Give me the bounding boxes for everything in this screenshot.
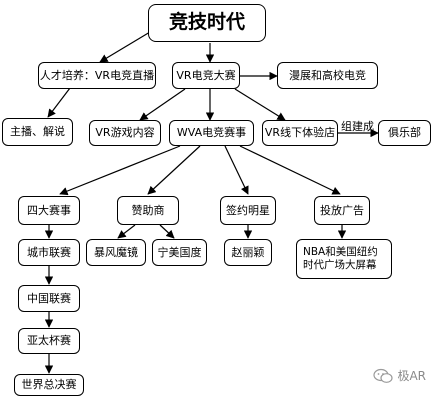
four-events-label: 四大赛事 — [27, 203, 71, 217]
edge-title-talent — [99, 31, 151, 63]
four-events-node: 四大赛事 — [18, 196, 80, 225]
world-node: 世界总决赛 — [14, 374, 84, 396]
asia-label: 亚太杯赛 — [27, 334, 71, 348]
watermark: 极AR — [373, 367, 426, 384]
sponsor-node: 赞助商 — [117, 196, 179, 225]
contest-label: VR电竞大赛 — [176, 68, 236, 82]
edge-wva-sponsor — [147, 145, 201, 195]
ad-desc-label: NBA和美国纽约时代广场大屏幕 — [303, 245, 378, 271]
root-node: 竞技时代 — [148, 4, 266, 42]
root-label: 竞技时代 — [168, 11, 245, 34]
club-node: 俱乐部 — [378, 120, 431, 146]
host-label: 主播、解说 — [10, 125, 65, 139]
edge-sponsor-a — [117, 224, 136, 239]
edge-wva-signing — [224, 145, 249, 195]
edge-contest-store — [234, 88, 286, 121]
city-node: 城市联赛 — [18, 239, 80, 266]
sponsor-a-node: 暴风魔镜 — [86, 239, 146, 266]
wva-label: WVA电竞赛事 — [176, 126, 247, 140]
edge-label-build: 组建成 — [341, 120, 374, 133]
store-node: VR线下体验店 — [262, 120, 338, 146]
club-label: 俱乐部 — [388, 126, 421, 140]
games-node: VR游戏内容 — [89, 120, 161, 146]
games-label: VR游戏内容 — [95, 126, 155, 140]
contest-node: VR电竞大赛 — [172, 62, 240, 89]
ads-node: 投放广告 — [314, 196, 370, 225]
signing-node: 签约明星 — [220, 196, 276, 225]
watermark-text: 极AR — [397, 369, 426, 383]
store-label: VR线下体验店 — [264, 126, 336, 140]
talent-label: 人才培养：VR电竞直播 — [39, 68, 155, 82]
wva-node: WVA电竞赛事 — [169, 120, 254, 146]
signing-label: 签约明星 — [226, 203, 270, 217]
edge-contest-games — [139, 88, 186, 121]
sponsor-b-label: 宁美国度 — [157, 245, 202, 259]
star-label: 赵丽颖 — [231, 245, 265, 259]
ads-label: 投放广告 — [320, 203, 364, 217]
sponsor-label: 赞助商 — [131, 203, 165, 217]
asia-node: 亚太杯赛 — [18, 328, 80, 354]
sponsor-a-label: 暴风魔镜 — [94, 245, 138, 259]
wechat-icon — [373, 368, 394, 383]
edge-sponsor-b — [159, 224, 175, 239]
china-label: 中国联赛 — [27, 291, 71, 305]
expand-node: 漫展和高校电竞 — [277, 62, 378, 89]
city-label: 城市联赛 — [27, 245, 71, 259]
talent-node: 人才培养：VR电竞直播 — [38, 62, 156, 89]
world-label: 世界总决赛 — [21, 378, 77, 392]
ad-desc-node: NBA和美国纽约时代广场大屏幕 — [296, 239, 392, 279]
sponsor-b-node: 宁美国度 — [152, 239, 207, 266]
star-node: 赵丽颖 — [224, 239, 272, 266]
host-node: 主播、解说 — [2, 118, 73, 146]
edge-wva-four — [59, 145, 181, 196]
china-node: 中国联赛 — [18, 285, 80, 312]
edge-wva-ads — [239, 145, 341, 195]
edge-talent-host — [47, 87, 71, 118]
expand-label: 漫展和高校电竞 — [289, 68, 366, 82]
